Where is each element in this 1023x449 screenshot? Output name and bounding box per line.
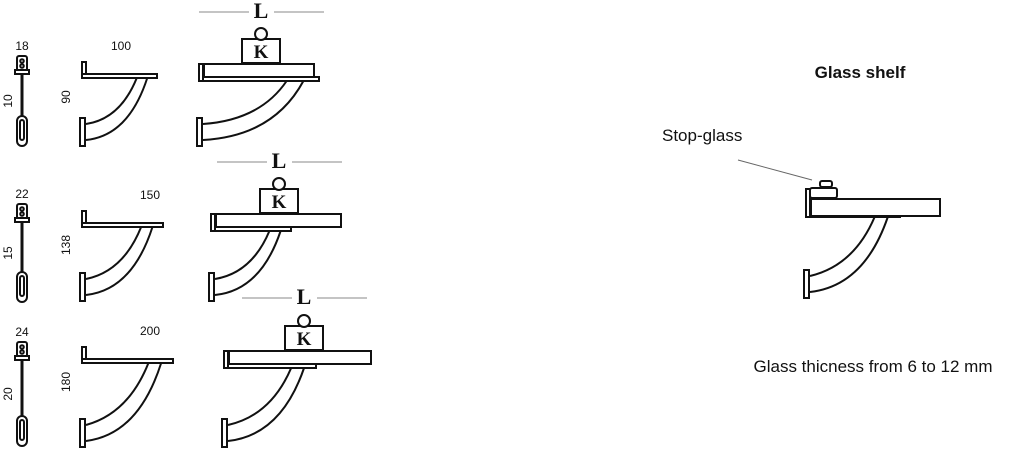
rod-height-label: 15 (1, 246, 15, 260)
bracket-arm-outer (227, 367, 305, 442)
bracket-height-label: 138 (59, 235, 73, 255)
bracket-bar (81, 358, 174, 364)
length-label: L (254, 0, 269, 23)
rod-width-label: 22 (15, 187, 29, 201)
bracket-bar (81, 73, 158, 79)
bracket-wall-plate (79, 117, 86, 147)
load-label: K (254, 42, 269, 63)
load-label: K (297, 329, 312, 350)
bracket-bar (81, 222, 164, 228)
bracket-arm-outer (85, 226, 154, 296)
load-weight-handle (272, 177, 286, 191)
shelf-back-flange (198, 63, 204, 82)
bracket-arm-outer (809, 216, 889, 293)
glass-shelf (215, 213, 342, 228)
bracket-arm-inner (85, 362, 150, 426)
length-label: L (297, 284, 312, 309)
rod-slot (19, 419, 25, 441)
bracket-wall-plate (79, 418, 86, 448)
bracket-size-row-2: 22 15 150 138 KL (1, 148, 342, 303)
shelf-back-flange (210, 213, 216, 232)
rod-slot (19, 119, 25, 141)
bracket-size-row-1: 18 10 100 90 KL (1, 0, 324, 147)
stop-glass-screw (819, 180, 833, 188)
stop-glass-leader-line (737, 159, 813, 181)
thickness-note: Glass thicness from 6 to 12 mm (753, 357, 992, 376)
rod-slot (19, 275, 25, 297)
rod-top-collar (14, 69, 30, 75)
length-label: L (272, 148, 287, 173)
bracket-arm-outer (85, 362, 163, 442)
bracket-arm-inner (809, 216, 876, 277)
load-weight-handle (254, 27, 268, 41)
bracket-length-label: 200 (140, 324, 160, 338)
bracket-length-label: 100 (111, 39, 131, 53)
bracket-arm-outer (202, 80, 305, 141)
rod-top-collar (14, 355, 30, 361)
rod-top-collar (14, 217, 30, 223)
shelf-back-flange (223, 350, 229, 369)
bracket-size-row-3: 24 20 200 180 KL (1, 284, 372, 448)
bracket-wall-plate (79, 272, 86, 302)
rod-hole (19, 344, 25, 350)
bracket-height-label: 180 (59, 372, 73, 392)
bracket-arm-inner (85, 77, 138, 125)
glass-shelf (810, 198, 941, 217)
stop-glass-clamp (809, 187, 838, 199)
rod-hole (19, 206, 25, 212)
bracket-wall-plate (803, 269, 810, 299)
rod-width-label: 24 (15, 325, 29, 339)
rod-height-label: 10 (1, 94, 15, 108)
rod-hole (19, 211, 25, 217)
glass-shelf (203, 63, 315, 78)
bracket-arm-inner (202, 80, 288, 125)
rod-hole (19, 63, 25, 69)
rod-hole (19, 58, 25, 64)
load-weight-handle (297, 314, 311, 328)
load-label: K (272, 192, 287, 213)
bracket-arm-outer (214, 230, 282, 296)
bracket-arm-inner (214, 230, 271, 280)
bracket-wall-plate (196, 117, 203, 147)
bracket-wall-plate (208, 272, 215, 302)
diagram-title: Glass shelf (815, 63, 906, 82)
rod-width-label: 18 (15, 39, 29, 53)
stop-glass-detail-drawing (737, 159, 941, 299)
bracket-length-label: 150 (140, 188, 160, 202)
bracket-height-label: 90 (59, 90, 73, 104)
bracket-arm-outer (85, 77, 149, 141)
rod-height-label: 20 (1, 387, 15, 401)
stop-glass-label: Stop-glass (662, 126, 742, 145)
rod-hole (19, 349, 25, 355)
bracket-wall-plate (221, 418, 228, 448)
bracket-arm-inner (227, 367, 293, 426)
bracket-arm-inner (85, 226, 143, 280)
glass-shelf (228, 350, 372, 365)
